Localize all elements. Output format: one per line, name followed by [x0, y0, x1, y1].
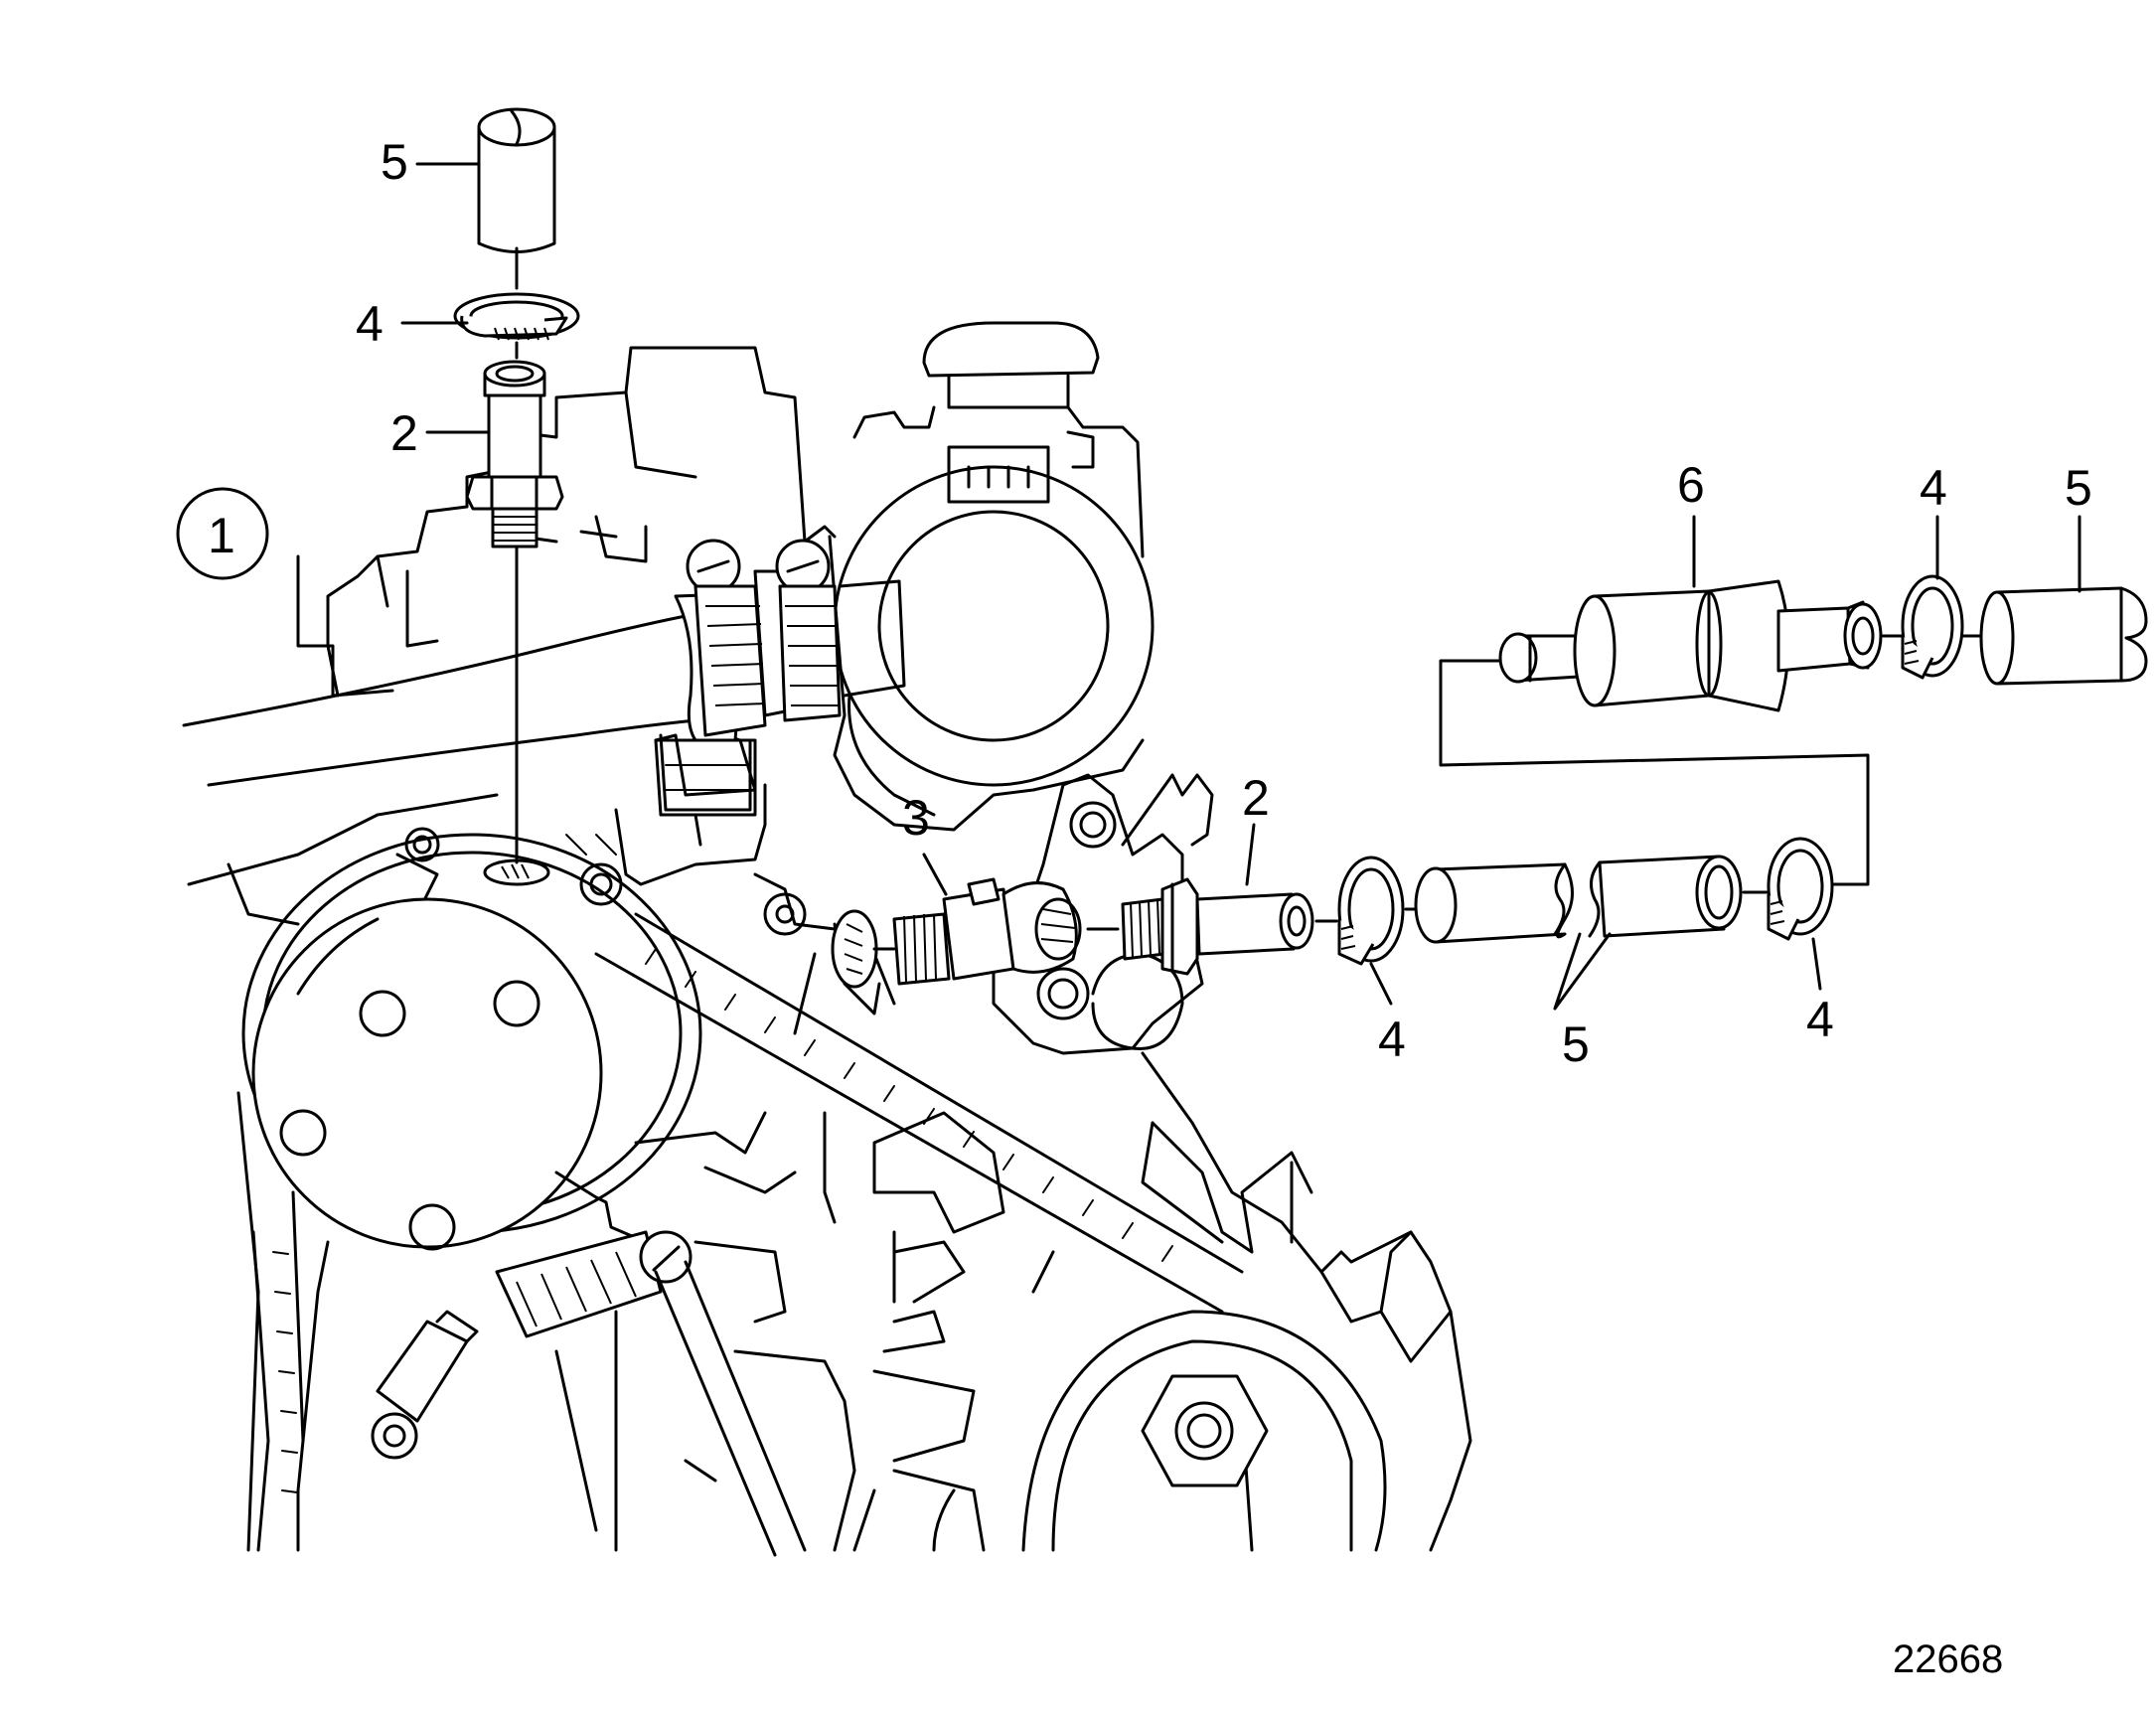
- callout-top-clamp: 4: [356, 296, 384, 352]
- side-assembly: [831, 659, 1870, 989]
- hose-icon: [477, 127, 556, 253]
- assembly-circle: [176, 487, 269, 580]
- hose-clamp-icon: [371, 1230, 807, 1557]
- callout-filter: 6: [1677, 457, 1705, 513]
- callout-sender: 3: [902, 790, 930, 846]
- callout-side-nipple: 2: [1242, 770, 1270, 826]
- hose-nipple-icon: [1121, 877, 1314, 976]
- figure-code: 22668: [1893, 1638, 2003, 1681]
- sensor-icon: [892, 877, 1082, 986]
- pulley-icon: [241, 833, 702, 1251]
- filter-icon: [1498, 579, 1883, 712]
- callout-filter-hose: 5: [2065, 460, 2092, 516]
- hose-clamp-icon: [1767, 837, 1834, 941]
- hose-clamp-icon: [1901, 574, 1964, 680]
- hose-icon: [1414, 855, 1743, 944]
- filter-assembly: [1498, 574, 2148, 712]
- drive-belt: [251, 912, 1244, 1552]
- callout-top-hose: 5: [381, 134, 408, 190]
- engine-block-outline: [187, 321, 1472, 1552]
- callout-assembly: 1: [208, 508, 235, 563]
- callout-hoses-pair: 5: [1562, 1016, 1590, 1072]
- hose-nipple-icon: [465, 360, 564, 548]
- callout-top-nipple: 2: [390, 405, 418, 461]
- hose-clamp-icon: [1337, 856, 1405, 966]
- hose-icon: [1979, 586, 2148, 686]
- top-assembly: [453, 107, 580, 886]
- callout-clamp-right: 4: [1806, 992, 1834, 1047]
- callout-filter-clamp: 4: [1920, 460, 1947, 516]
- callout-leaders: [176, 162, 2081, 1011]
- callout-clamp-left: 4: [1378, 1012, 1406, 1067]
- coolant-hose-main: [182, 539, 906, 817]
- alternator-pulley-icon: [1021, 1310, 1387, 1552]
